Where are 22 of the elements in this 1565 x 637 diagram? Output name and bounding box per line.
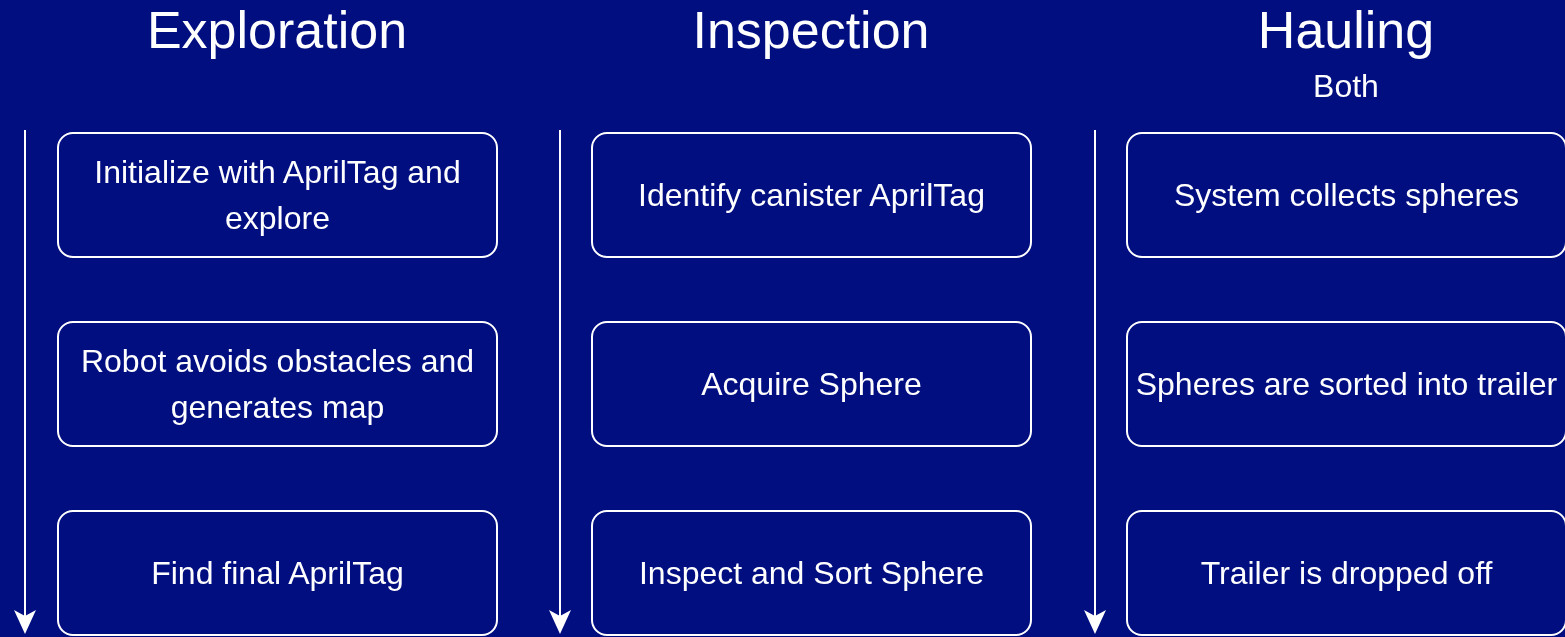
process-box xyxy=(591,321,1032,447)
step-text: Spheres are sorted into trailer xyxy=(1135,364,1558,404)
process-box xyxy=(1126,132,1565,258)
step-text: Find final AprilTag xyxy=(151,553,404,593)
column-heading: Inspection xyxy=(691,0,931,60)
step-text: Acquire Sphere xyxy=(701,364,922,404)
process-box xyxy=(1126,321,1565,447)
step-text: Initialize with AprilTag and explore xyxy=(93,152,462,238)
column-subheading: Both xyxy=(1312,68,1380,105)
process-box xyxy=(57,132,498,258)
step-text: Inspect and Sort Sphere xyxy=(638,553,985,593)
step-text: Identify canister AprilTag xyxy=(638,175,985,215)
process-box xyxy=(591,132,1032,258)
column-heading: Hauling xyxy=(1256,0,1436,60)
process-box xyxy=(591,510,1032,636)
step-text: Trailer is dropped off xyxy=(1200,553,1493,593)
column-heading: Exploration xyxy=(145,0,409,60)
process-box xyxy=(1126,510,1565,636)
process-box xyxy=(57,321,498,447)
step-text: System collects spheres xyxy=(1174,175,1519,215)
process-box xyxy=(57,510,498,636)
step-text: Robot avoids obstacles and generates map xyxy=(79,341,476,427)
